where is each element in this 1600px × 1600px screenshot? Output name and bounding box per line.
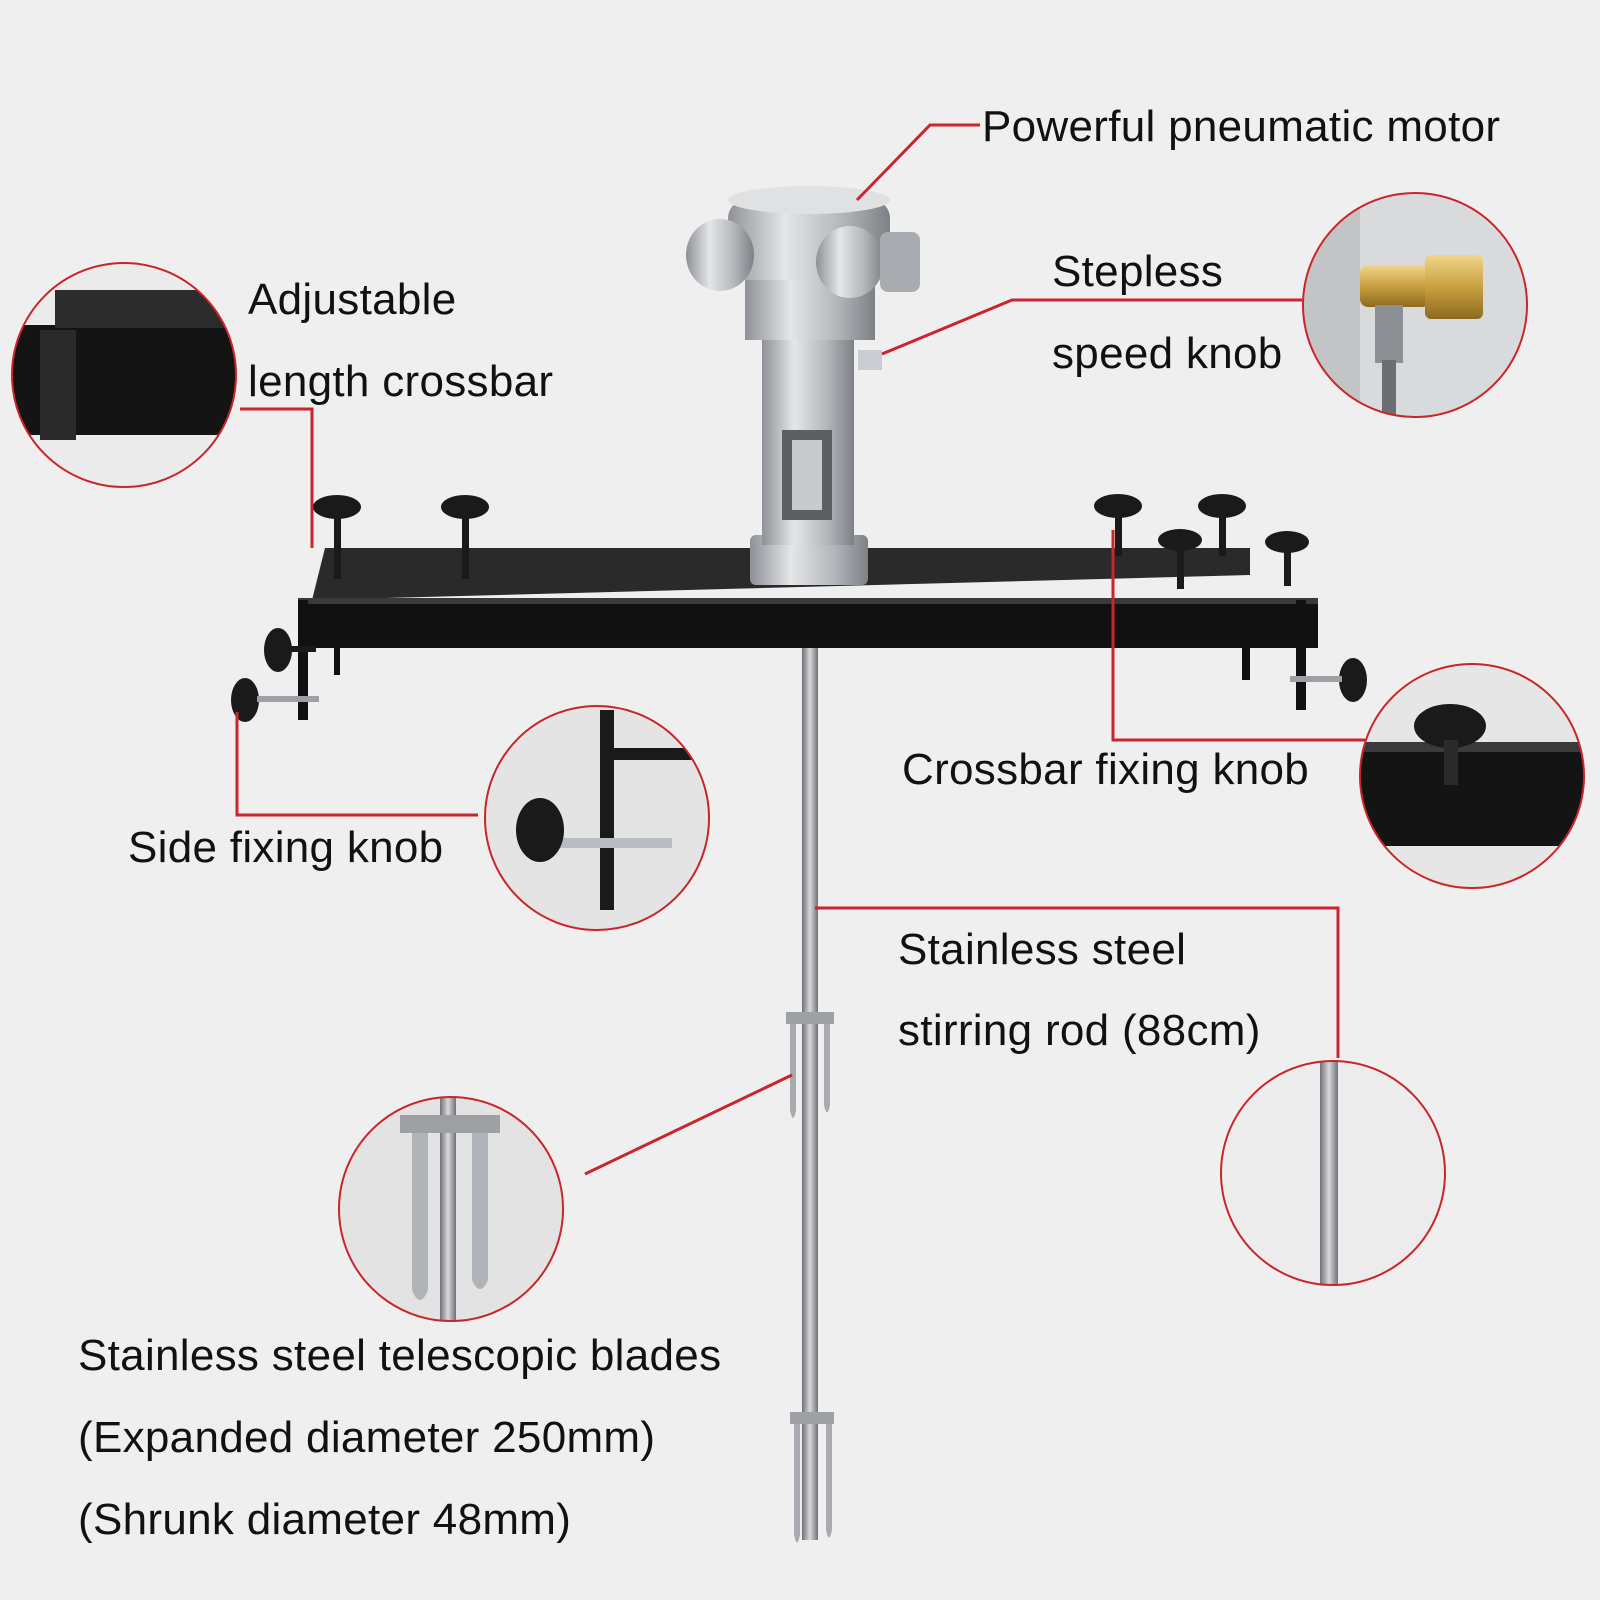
label-speed-line1: Stepless: [1052, 247, 1224, 296]
detail-rod: [1220, 1060, 1446, 1286]
label-rod-line2: stirring rod (88cm): [898, 1006, 1261, 1055]
leader-rod: [815, 906, 1340, 1058]
label-crossbar-knob: Crossbar fixing knob: [902, 745, 1310, 794]
leader-lines: [235, 123, 1365, 1176]
label-speed-line2: speed knob: [1052, 329, 1283, 378]
leader-motor: [855, 123, 980, 202]
label-motor: Powerful pneumatic motor: [982, 102, 1501, 151]
leader-crossbar-knob: [1111, 530, 1365, 742]
detail-blades: [338, 1096, 564, 1322]
label-blades-line2: (Expanded diameter 250mm): [78, 1413, 656, 1462]
label-blades-line1: Stainless steel telescopic blades: [78, 1331, 722, 1380]
label-crossbar-line2: length crossbar: [248, 357, 554, 406]
label-crossbar-line1: Adjustable: [248, 275, 457, 324]
leader-crossbar: [240, 407, 314, 548]
leader-side-knob: [235, 712, 478, 817]
leader-blades: [584, 1073, 793, 1176]
label-blades-line3: (Shrunk diameter 48mm): [78, 1495, 572, 1544]
rod-icon: [802, 640, 818, 1540]
detail-crossbar: [11, 262, 237, 488]
blades-icon: [786, 1012, 834, 1543]
label-side-knob: Side fixing knob: [128, 823, 444, 872]
detail-speed-knob: [1302, 192, 1528, 418]
label-rod-line1: Stainless steel: [898, 925, 1187, 974]
motor-icon: [686, 186, 920, 585]
detail-crossbar-knob: [1359, 663, 1585, 889]
leader-speed: [881, 298, 1302, 356]
knob-icon: [231, 494, 1367, 722]
detail-side-knob: [484, 705, 710, 931]
